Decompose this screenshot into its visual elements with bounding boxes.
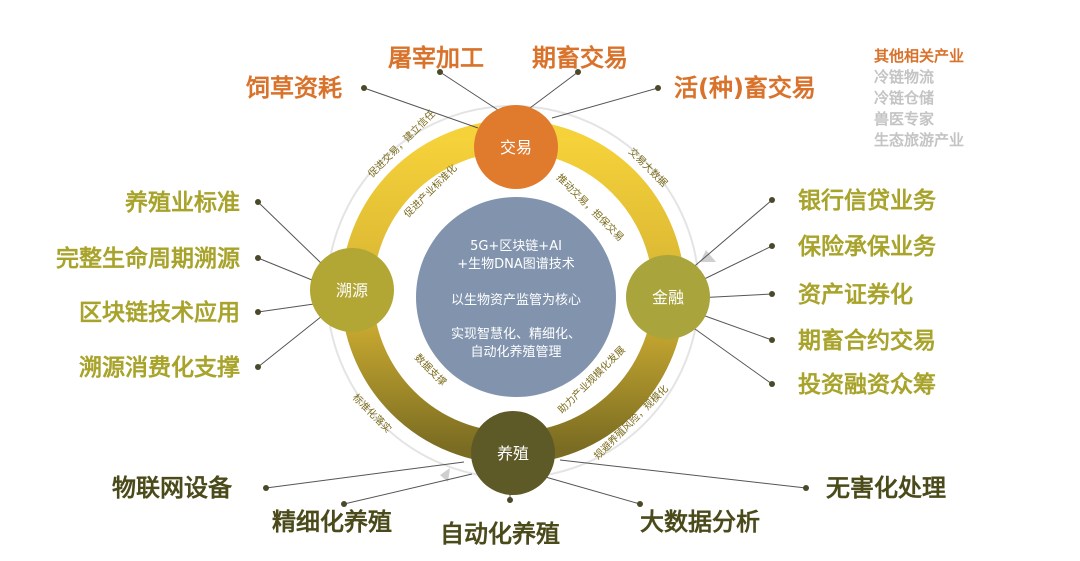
connector-line xyxy=(551,87,659,119)
center-line-5: 自动化养殖管理 xyxy=(470,344,561,360)
connector-line xyxy=(363,87,479,129)
node-finance-label: 金融 xyxy=(652,288,684,307)
connector-line xyxy=(257,257,313,281)
bottom-label-fine-breeding: 精细化养殖 xyxy=(272,508,392,536)
bottom-label-iot-devices: 物联网设备 xyxy=(112,474,233,502)
connector-line xyxy=(693,311,773,341)
arrow-right-icon xyxy=(700,250,716,262)
other-industry-item: 冷链仓储 xyxy=(874,89,934,107)
right-label: 投资融资众筹 xyxy=(798,371,936,398)
center-line-1: 5G+区块链+AI xyxy=(470,239,562,254)
bottom-label-big-data-analysis: 大数据分析 xyxy=(640,508,760,536)
node-finance xyxy=(626,255,710,339)
arrow-left-icon xyxy=(440,468,450,482)
node-trade-label: 交易 xyxy=(500,138,532,157)
left-label: 养殖业标准 xyxy=(124,189,240,216)
connector-line xyxy=(257,315,323,368)
connector-line xyxy=(439,71,499,111)
node-trade xyxy=(474,105,558,189)
bottom-label-automated-breeding: 自动化养殖 xyxy=(440,520,560,548)
node-breeding-label: 养殖 xyxy=(497,444,529,463)
connector-line xyxy=(687,323,773,385)
label-feed-consumption: 饲草资耗 xyxy=(245,74,342,102)
node-traceability xyxy=(310,248,394,332)
connector-line xyxy=(559,459,807,489)
left-label: 区块链技术应用 xyxy=(79,299,240,326)
connector-line xyxy=(529,71,579,109)
connector-line xyxy=(689,199,773,271)
node-traceability-label: 溯源 xyxy=(336,281,368,300)
connector-line xyxy=(257,303,315,313)
left-label: 溯源消费化支撑 xyxy=(79,354,240,381)
connector-line xyxy=(693,245,773,285)
label-slaughter-processing: 屠宰加工 xyxy=(388,44,484,72)
other-industry-item: 生态旅游产业 xyxy=(874,131,964,149)
right-label: 期畜合约交易 xyxy=(798,327,936,354)
other-industry-item: 兽医专家 xyxy=(874,110,934,128)
left-label: 完整生命周期溯源 xyxy=(56,245,240,272)
other-industry-item: 冷链物流 xyxy=(874,68,934,86)
connector-line xyxy=(265,461,465,489)
connector-line xyxy=(257,201,323,265)
connector-line xyxy=(343,473,473,505)
other-industries-title: 其他相关产业 xyxy=(874,47,964,65)
center-line-2: +生物DNA图谱技术 xyxy=(457,257,575,272)
center-line-4: 实现智慧化、精细化、 xyxy=(451,326,581,342)
connector-line xyxy=(541,475,641,505)
node-breeding xyxy=(471,411,555,495)
right-label: 资产证券化 xyxy=(798,281,913,308)
center-circle xyxy=(416,197,616,397)
label-live-livestock-trade: 活(种)畜交易 xyxy=(674,74,816,102)
connector-dots xyxy=(255,69,809,507)
label-futures-livestock-trade: 期畜交易 xyxy=(532,44,628,72)
right-label: 银行信贷业务 xyxy=(798,187,937,214)
bottom-label-harmless-treatment: 无害化处理 xyxy=(826,474,946,502)
right-label: 保险承保业务 xyxy=(797,233,937,260)
center-line-3: 以生物资产监管为核心 xyxy=(451,293,581,308)
